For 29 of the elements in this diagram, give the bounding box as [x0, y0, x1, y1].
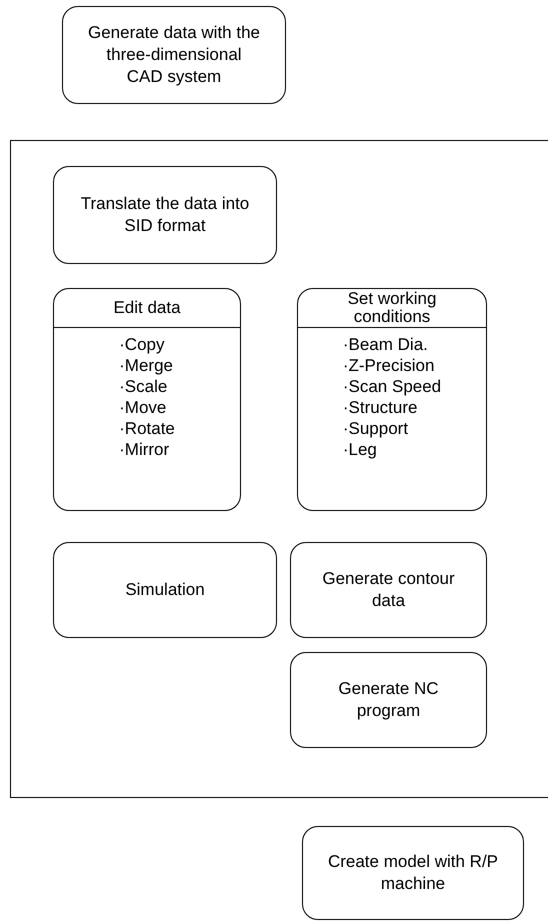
list-item: ·Rotate	[119, 418, 175, 439]
process-box	[290, 652, 487, 748]
box-label: Translate the data into SID format	[80, 193, 250, 237]
box-heading: Edit data	[54, 289, 240, 328]
box-label: Simulation	[125, 579, 205, 601]
box-label: Generate NC program	[337, 678, 440, 722]
box-label: Generate data with the three-dimensional CAD system	[87, 22, 261, 88]
list-item: ·Structure	[342, 397, 418, 418]
process-box	[53, 166, 277, 264]
box-label: Generate contour data	[321, 568, 456, 612]
process-box	[302, 826, 524, 920]
process-box	[297, 288, 487, 511]
list-item: ·Merge	[119, 355, 173, 376]
box-label: Create model with R/P machine	[327, 851, 499, 895]
list-item: ·Leg	[342, 439, 377, 460]
list-item: ·Beam Dia.	[342, 334, 428, 355]
process-box	[53, 288, 241, 511]
process-box	[290, 542, 487, 638]
list-item: ·Move	[119, 397, 166, 418]
list-item: ·Z-Precision	[342, 355, 434, 376]
list-item: ·Scale	[119, 376, 168, 397]
box-heading: Set working conditions	[298, 289, 486, 328]
process-box	[62, 6, 286, 104]
list-item: ·Support	[342, 418, 408, 439]
group-frame	[10, 140, 548, 798]
list-item: ·Copy	[119, 334, 164, 355]
list-item: ·Scan Speed	[342, 376, 442, 397]
process-box	[53, 542, 277, 638]
list-item: ·Mirror	[119, 439, 170, 460]
